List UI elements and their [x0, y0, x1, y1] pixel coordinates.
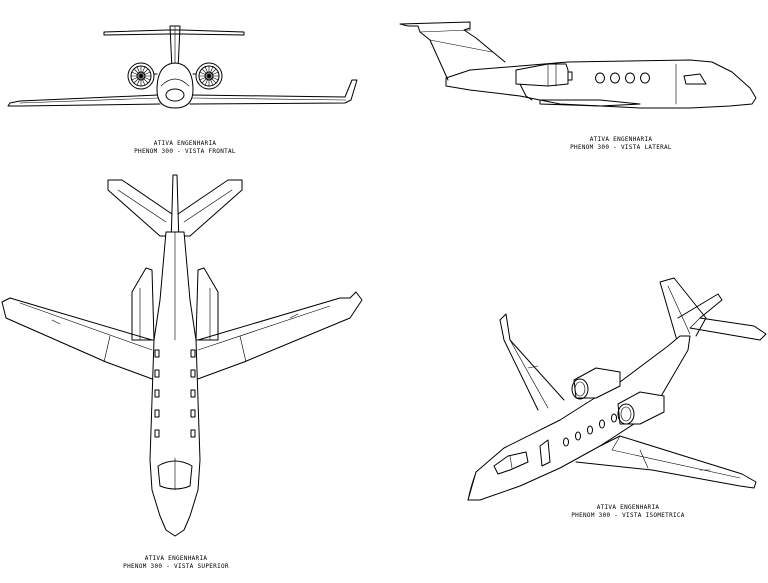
front-left-engine	[127, 62, 155, 90]
top-view-company: ATIVA ENGENHARIA	[145, 555, 208, 562]
iso-cockpit-windows	[493, 451, 529, 475]
top-right-wing	[194, 291, 363, 381]
front-view-company: ATIVA ENGENHARIA	[154, 140, 217, 147]
side-vertical-tail	[399, 21, 506, 81]
iso-fuselage	[467, 335, 691, 501]
front-left-wing	[7, 94, 161, 107]
iso-view-title: PHENOM 300 - VISTA ISOMETRICA	[571, 512, 685, 519]
top-fuselage	[149, 231, 201, 537]
iso-cabin-windows	[563, 413, 617, 447]
front-view-title: PHENOM 300 - VISTA FRONTAL	[134, 148, 236, 155]
top-left-engine	[131, 267, 155, 341]
iso-near-wing	[575, 435, 757, 489]
top-left-wing	[1, 297, 156, 381]
side-cabin-windows	[567, 71, 650, 84]
top-cockpit	[157, 460, 193, 490]
front-right-engine	[195, 62, 223, 90]
top-view-title: PHENOM 300 - VISTA SUPERIOR	[123, 563, 229, 570]
top-horizontal-stabilizer	[107, 179, 243, 237]
side-view-company: ATIVA ENGENHARIA	[590, 136, 653, 143]
iso-horizontal-stabilizer	[677, 293, 767, 341]
isometric-view	[467, 277, 767, 501]
iso-view-company: ATIVA ENGENHARIA	[597, 504, 660, 511]
side-engine	[515, 63, 569, 87]
side-view-title: PHENOM 300 - VISTA LATERAL	[570, 144, 672, 151]
front-view	[7, 25, 358, 109]
side-cockpit-window	[683, 73, 707, 85]
top-view	[1, 174, 363, 537]
side-fuselage	[445, 59, 757, 109]
iso-far-wing	[499, 313, 565, 411]
top-cabin-windows	[154, 349, 196, 438]
front-horizontal-stabilizer	[103, 29, 245, 36]
iso-vertical-fin	[659, 277, 707, 345]
side-wing	[539, 99, 641, 107]
iso-lower-engine	[617, 391, 665, 425]
iso-upper-engine	[571, 367, 621, 400]
top-right-engine	[195, 267, 219, 341]
front-right-wing	[189, 79, 358, 105]
side-view	[399, 21, 757, 109]
